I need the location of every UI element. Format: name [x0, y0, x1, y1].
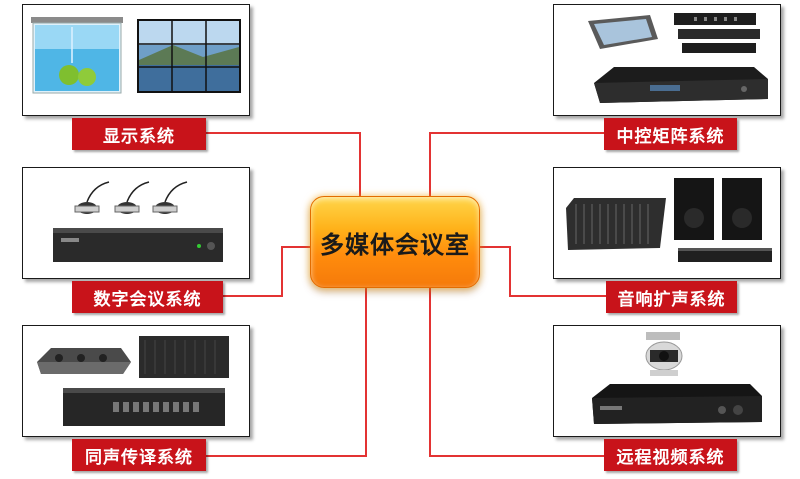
audio-pa-system-image — [553, 167, 781, 279]
multimedia-meeting-room-node: 多媒体会议室 — [310, 196, 480, 288]
digital-conference-system-label: 数字会议系统 — [72, 281, 223, 313]
display-system-image — [22, 4, 250, 116]
connector-digital-conference — [223, 246, 310, 297]
connector-central-control — [429, 132, 604, 196]
connector-simultaneous-interpretation — [206, 286, 367, 457]
digital-conference-system-image — [22, 167, 250, 279]
simultaneous-interpretation-system-label: 同声传译系统 — [72, 439, 206, 471]
connector-audio-pa — [478, 246, 606, 297]
simultaneous-interpretation-system-image — [22, 325, 250, 437]
connector-video-conference — [429, 286, 604, 457]
video-conference-system-image — [553, 325, 781, 437]
video-conference-system-label: 远程视频系统 — [604, 439, 737, 471]
audio-pa-system-label: 音响扩声系统 — [606, 281, 737, 313]
central-control-matrix-system-label: 中控矩阵系统 — [604, 118, 737, 150]
central-control-matrix-system-image — [553, 4, 781, 116]
connector-display — [206, 132, 361, 196]
display-system-label: 显示系统 — [72, 118, 206, 150]
